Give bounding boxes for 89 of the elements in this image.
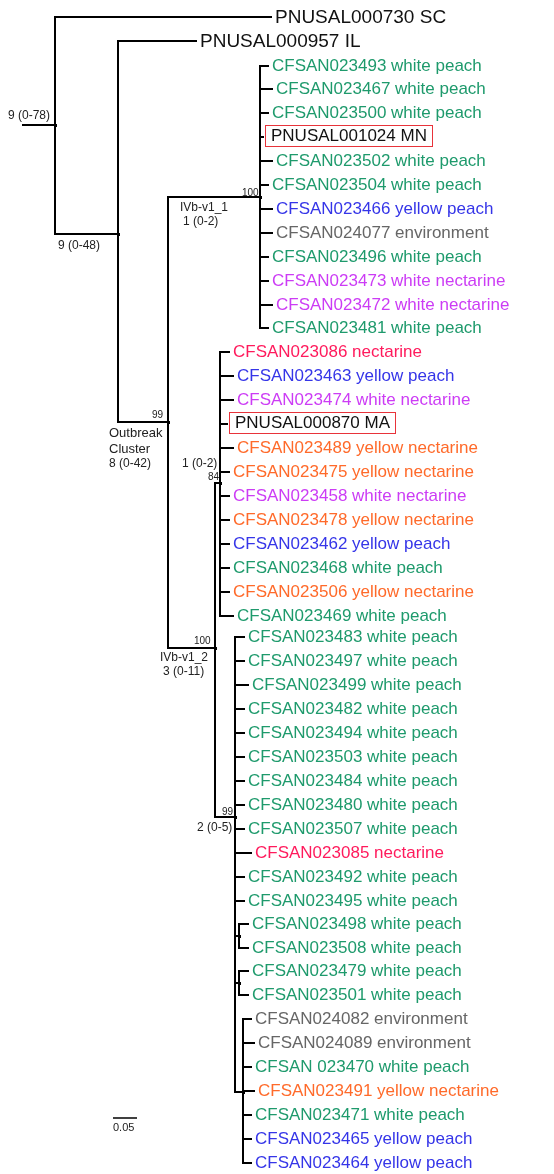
branch-line [238, 970, 250, 984]
boxed-taxon-label: PNUSAL000870 MA [229, 412, 396, 434]
taxon-label: CFSAN024082 environment [255, 1009, 468, 1029]
branch-line [242, 1090, 256, 1093]
taxon-label: CFSAN023493 white peach [272, 56, 482, 76]
taxon-label: CFSAN024077 environment [276, 223, 489, 243]
branch-line [238, 923, 250, 937]
branch-line [21, 124, 56, 126]
taxon-label: CFSAN023482 white peach [248, 699, 458, 719]
taxon-label: CFSAN023499 white peach [252, 675, 462, 695]
taxon-label: CFSAN023497 white peach [248, 651, 458, 671]
support-value: 100 [194, 634, 211, 647]
branch-line [259, 184, 270, 198]
branch-line [242, 1066, 253, 1093]
taxon-label: CFSAN023481 white peach [272, 318, 482, 338]
taxon-label: CFSAN023458 white nectarine [233, 486, 467, 506]
taxon-label: CFSAN023489 yellow nectarine [237, 438, 478, 458]
taxon-label: CFSAN024089 environment [258, 1033, 471, 1053]
branch-line [167, 196, 261, 423]
taxon-label: CFSAN 023470 white peach [255, 1057, 470, 1077]
taxon-label: CFSAN023501 white peach [252, 985, 462, 1005]
taxon-label: CFSAN023500 white peach [272, 103, 482, 123]
branch-line [238, 935, 250, 949]
taxon-label: CFSAN023507 white peach [248, 819, 458, 839]
branch-line [219, 482, 235, 617]
taxon-label: CFSAN023465 yellow peach [255, 1129, 473, 1149]
branch-label: 3 (0-11) [163, 664, 205, 679]
support-value: 99 [222, 805, 234, 818]
support-value: 100 [242, 186, 259, 199]
branch-label: IVb-v1_1 [180, 200, 229, 215]
branch-line [54, 124, 119, 235]
taxon-label: CFSAN023473 white nectarine [272, 271, 506, 291]
taxon-label: CFSAN023484 white peach [248, 771, 458, 791]
branch-label: IVb-v1_2 [160, 650, 209, 665]
taxon-label: CFSAN023508 white peach [252, 938, 462, 958]
taxon-label: CFSAN023480 white peach [248, 795, 458, 815]
taxon-label: CFSAN023475 yellow nectarine [233, 462, 474, 482]
taxon-label: CFSAN023492 white peach [248, 867, 458, 887]
branch-label: Outbreak Cluster [109, 425, 164, 457]
boxed-taxon-label: PNUSAL001024 MN [265, 125, 433, 147]
taxon-label: CFSAN023491 yellow nectarine [258, 1081, 499, 1101]
taxon-label: CFSAN023479 white peach [252, 961, 462, 981]
branch-line [219, 471, 231, 484]
branch-line [214, 482, 221, 649]
branch-point [237, 934, 241, 938]
taxon-label: CFSAN023495 white peach [248, 891, 458, 911]
taxon-label: CFSAN023478 yellow nectarine [233, 510, 474, 530]
scale-label: 0.05 [113, 1121, 135, 1133]
branch-point [237, 981, 241, 985]
branch-line [214, 647, 236, 818]
taxon-label: CFSAN023463 yellow peach [237, 366, 455, 386]
taxon-label: CFSAN023085 nectarine [255, 843, 444, 863]
branch-point [241, 1090, 245, 1094]
branch-label: 9 (0-78) [8, 108, 51, 123]
branch-line [238, 982, 250, 996]
taxon-label: CFSAN023472 white nectarine [276, 295, 510, 315]
taxon-label: CFSAN023086 nectarine [233, 342, 422, 362]
taxon-label: CFSAN023502 white peach [276, 151, 486, 171]
branch-label: 8 (0-42) [109, 456, 152, 471]
branch-line [167, 421, 216, 649]
taxon-label: PNUSAL000957 IL [200, 31, 361, 51]
branch-label: 2 (0-5) [197, 820, 233, 835]
taxon-label: CFSAN023503 white peach [248, 747, 458, 767]
branch-line [117, 233, 169, 423]
branch-label: 9 (0-48) [58, 238, 101, 253]
taxon-label: CFSAN023462 yellow peach [233, 534, 451, 554]
taxon-label: CFSAN023464 yellow peach [255, 1153, 473, 1173]
taxon-label: CFSAN023468 white peach [233, 558, 443, 578]
support-value: 84 [208, 470, 220, 483]
taxon-label: CFSAN023504 white peach [272, 175, 482, 195]
taxon-label: CFSAN023483 white peach [248, 627, 458, 647]
branch-line [234, 804, 246, 818]
taxon-label: CFSAN023496 white peach [272, 247, 482, 267]
taxon-label: CFSAN023506 yellow nectarine [233, 582, 474, 602]
branch-line [54, 16, 273, 126]
taxon-label: CFSAN023498 white peach [252, 914, 462, 934]
branch-label: 1 (0-2) [183, 214, 219, 229]
taxon-label: CFSAN023466 yellow peach [276, 199, 494, 219]
branch-line [117, 40, 198, 235]
taxon-label: CFSAN023471 white peach [255, 1105, 465, 1125]
branch-line [242, 1091, 253, 1164]
taxon-label: PNUSAL000730 SC [275, 7, 447, 27]
taxon-label: CFSAN023467 white peach [276, 79, 486, 99]
taxon-label: CFSAN023494 white peach [248, 723, 458, 743]
support-value: 99 [152, 408, 164, 421]
branch-label: 1 (0-2) [182, 456, 218, 471]
taxon-label: CFSAN023474 white nectarine [237, 390, 471, 410]
taxon-label: CFSAN023469 white peach [237, 606, 447, 626]
branch-line [259, 196, 270, 329]
